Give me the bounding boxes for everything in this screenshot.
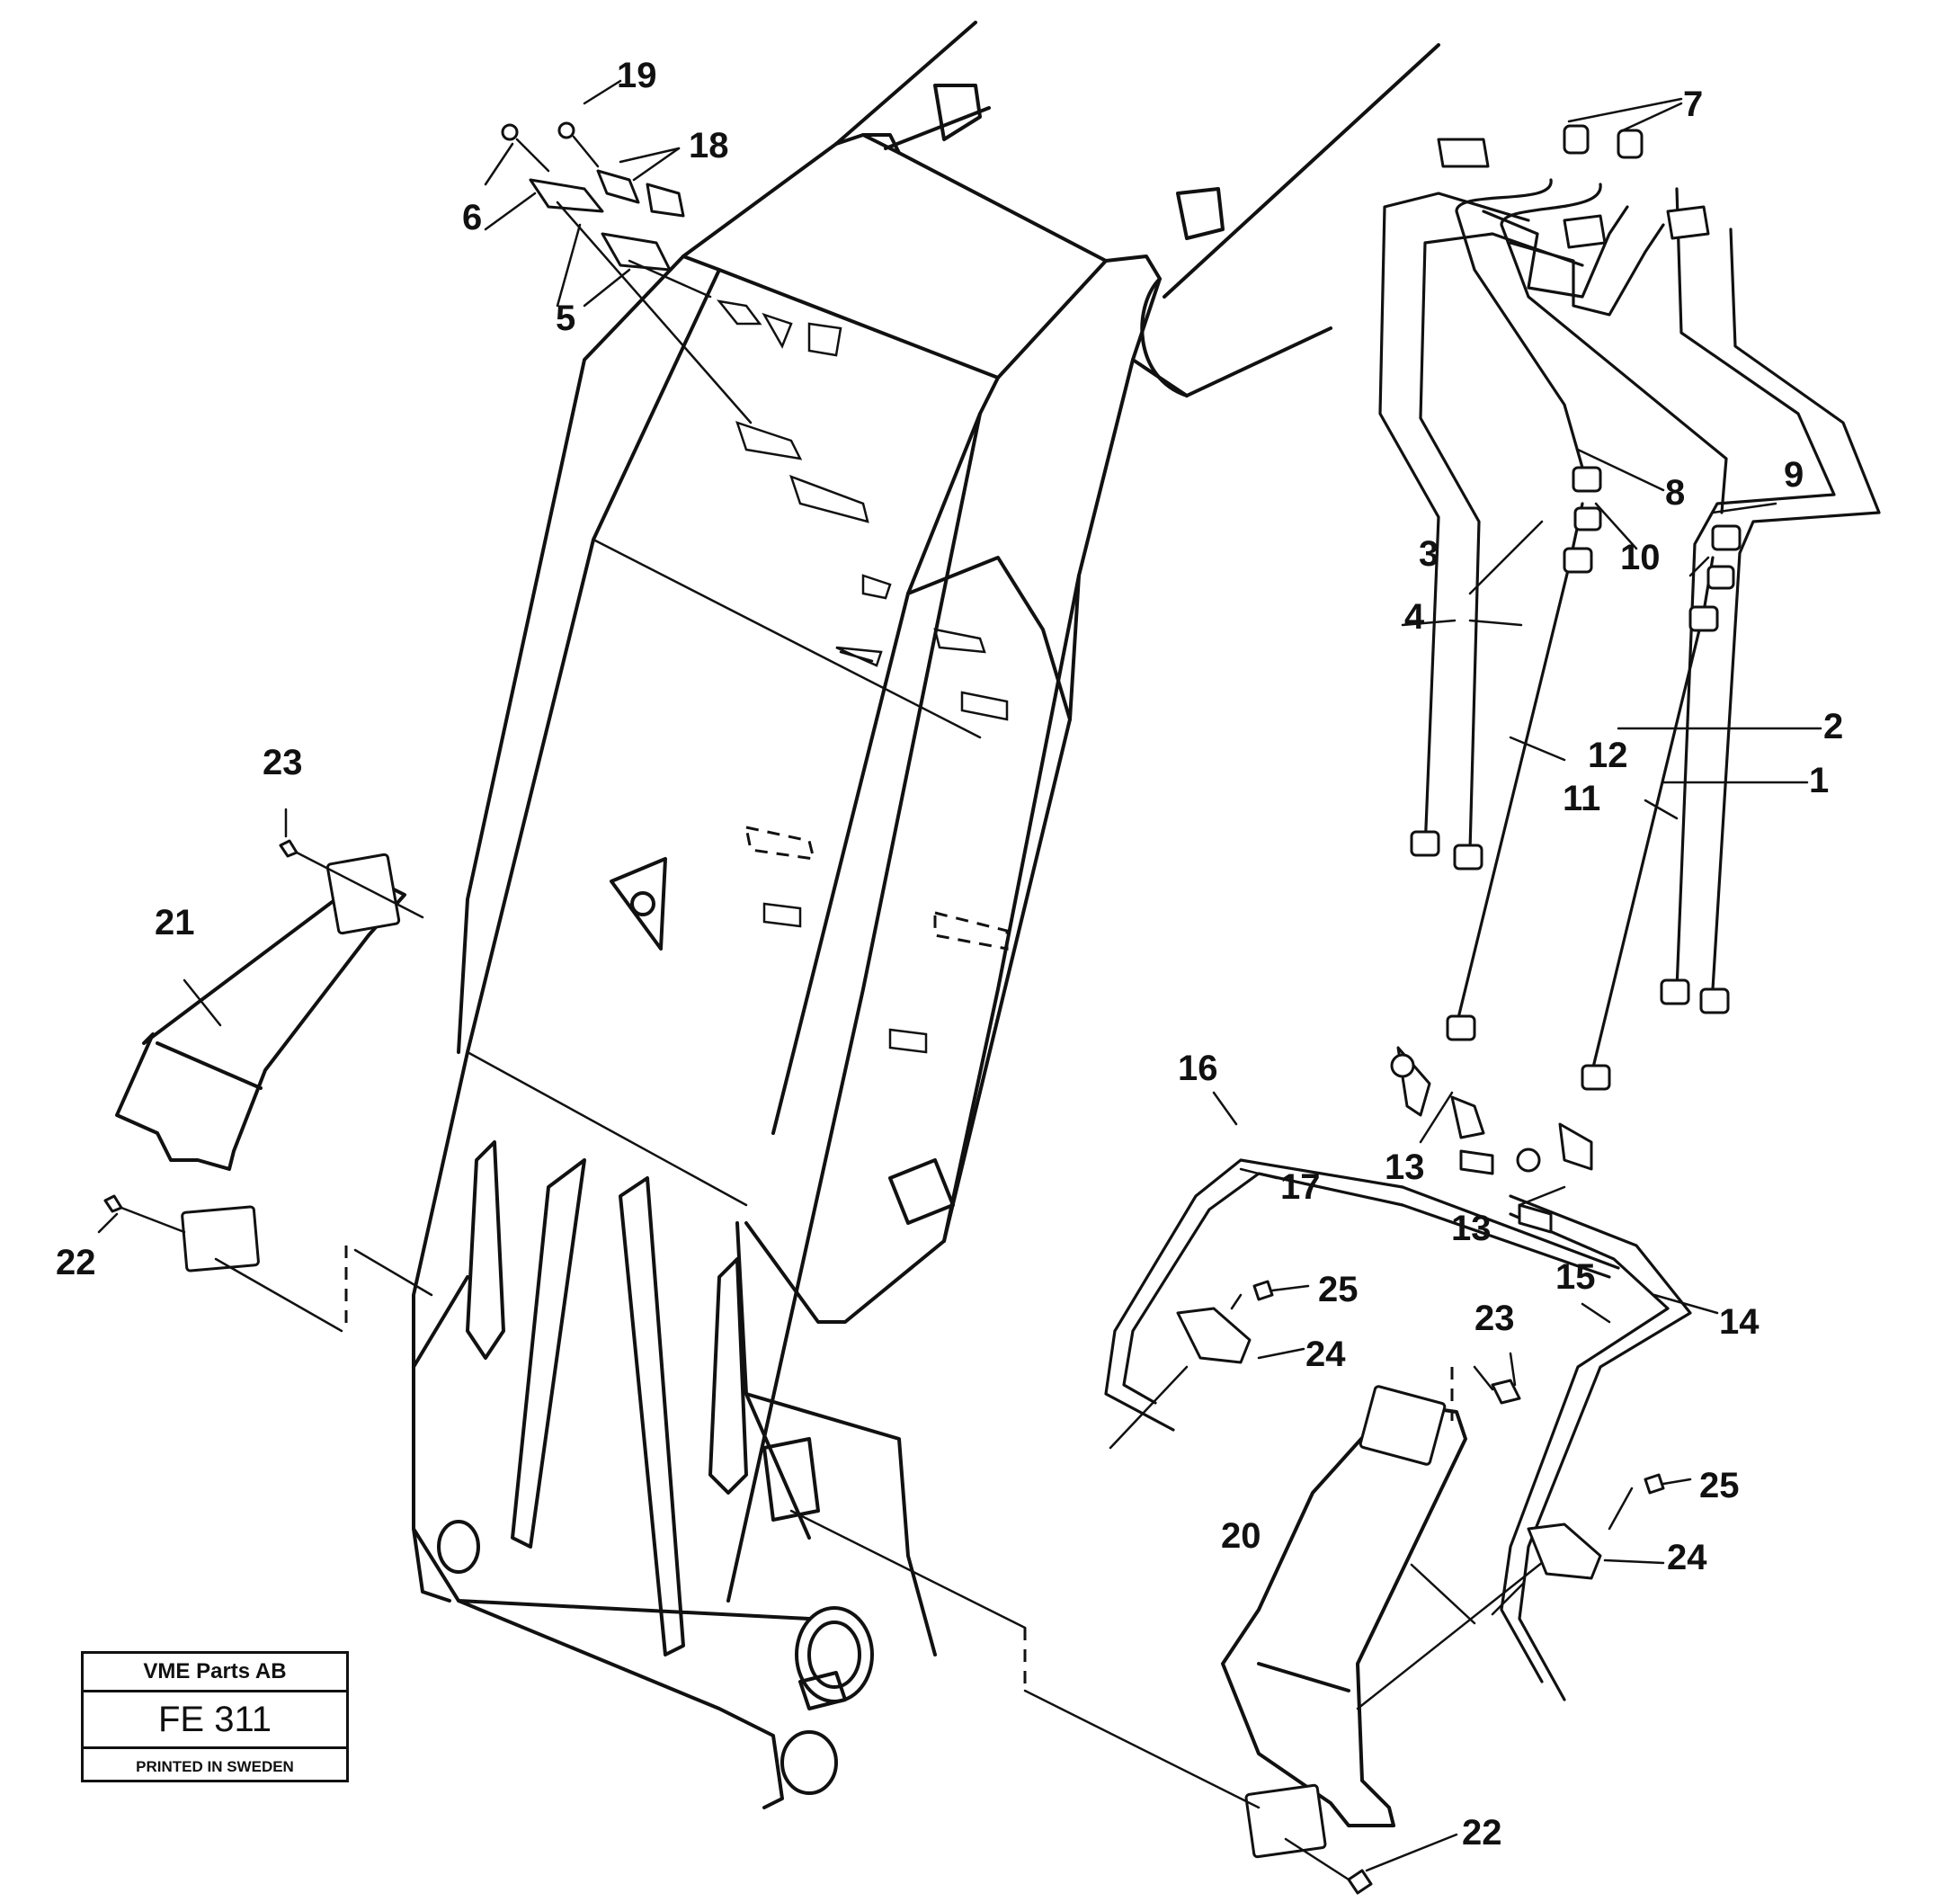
callout-16: 16 — [1178, 1049, 1218, 1088]
callout-15: 15 — [1555, 1257, 1596, 1297]
callout-22a: 22 — [56, 1243, 96, 1282]
pipe-clamps-lower — [1109, 1280, 1665, 1616]
callout-22b: 22 — [1462, 1813, 1502, 1853]
upper-clamp-group — [501, 121, 753, 424]
callout-13b: 13 — [1451, 1209, 1492, 1248]
callout-18: 18 — [689, 126, 729, 165]
title-block-company: VME Parts AB — [84, 1654, 346, 1692]
callout-19: 19 — [617, 56, 657, 95]
callout-23a: 23 — [263, 743, 303, 782]
callout-24a: 24 — [1305, 1335, 1346, 1374]
callout-12: 12 — [1588, 736, 1628, 775]
title-block: VME Parts AB FE 311 PRINTED IN SWEDEN — [81, 1651, 349, 1782]
pipe-bundle-middle — [1437, 124, 1742, 1091]
leader-lines — [97, 79, 1822, 1872]
callout-9: 9 — [1784, 455, 1804, 495]
callout-5: 5 — [556, 299, 576, 338]
callout-1: 1 — [1809, 761, 1830, 800]
callout-4: 4 — [1404, 597, 1425, 637]
callout-11: 11 — [1563, 779, 1601, 818]
callout-25a: 25 — [1318, 1270, 1359, 1309]
callout-17: 17 — [1280, 1167, 1321, 1207]
callout-3: 3 — [1419, 534, 1439, 574]
callout-24b: 24 — [1667, 1538, 1707, 1577]
callout-6: 6 — [462, 198, 483, 237]
callout-7: 7 — [1683, 85, 1704, 124]
callout-21: 21 — [155, 903, 195, 942]
pipe-bundle-lower — [1104, 1046, 1692, 1701]
guard-left — [103, 839, 433, 1333]
callout-10: 10 — [1620, 538, 1661, 577]
callout-25b: 25 — [1699, 1466, 1740, 1505]
title-block-note: PRINTED IN SWEDEN — [136, 1758, 294, 1775]
boom-body — [412, 21, 1440, 1809]
callout-8: 8 — [1665, 473, 1686, 513]
title-block-code: FE 311 — [84, 1692, 346, 1749]
callout-2: 2 — [1823, 707, 1844, 746]
callout-13a: 13 — [1385, 1147, 1425, 1187]
callout-23b: 23 — [1474, 1299, 1515, 1338]
pipe-bundle-upper — [1378, 187, 1881, 1014]
guard-right — [789, 1365, 1575, 1895]
callout-20: 20 — [1221, 1516, 1261, 1556]
callout-14: 14 — [1719, 1302, 1760, 1342]
